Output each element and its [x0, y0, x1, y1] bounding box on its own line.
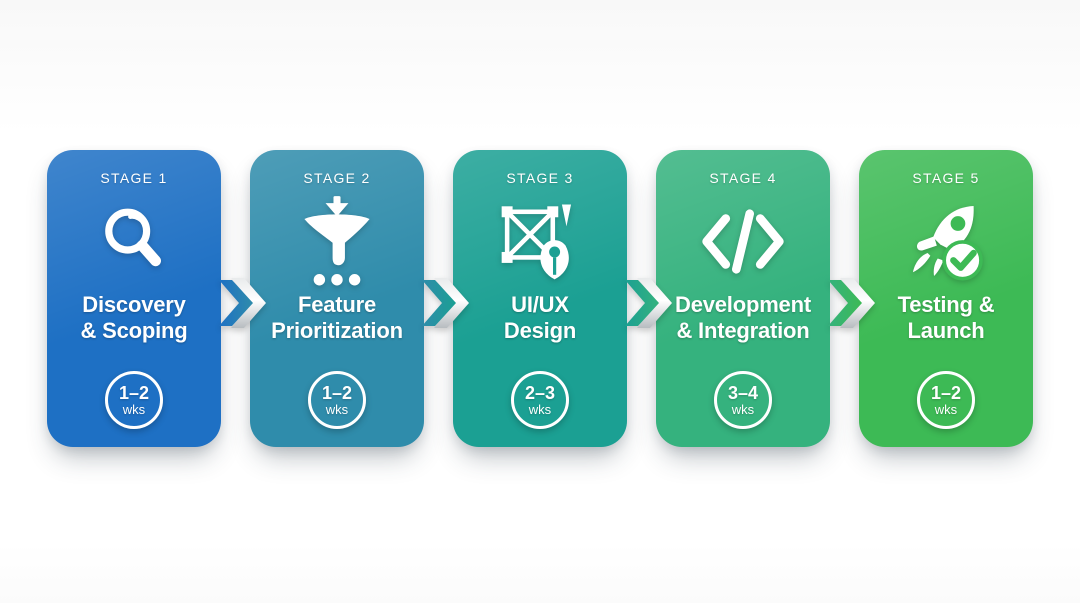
stage-card-4: STAGE 4 Development & Integration 3–4 wk… — [656, 150, 830, 447]
duration-value: 1–2 — [118, 382, 150, 403]
code-icon — [697, 194, 789, 288]
magnifier-icon — [98, 194, 170, 288]
stage-title: Discovery & Scoping — [81, 292, 188, 344]
title-line-1: Testing & — [897, 292, 995, 317]
duration-unit: wks — [731, 401, 755, 417]
stage-card-2: STAGE 2 Feature Prioritization — [250, 150, 424, 447]
duration-unit: wks — [934, 401, 958, 417]
stage-label: STAGE 1 — [100, 170, 168, 186]
chevron-arrow-2 — [422, 278, 469, 328]
funnel-icon — [300, 194, 374, 288]
title-line-2: & Scoping — [80, 318, 188, 343]
duration-unit: wks — [325, 401, 349, 417]
title-line-2: Prioritization — [271, 318, 403, 343]
stage-title: Feature Prioritization — [271, 292, 403, 344]
stage-title: Development & Integration — [675, 292, 811, 344]
title-line-1: Discovery — [82, 292, 186, 317]
title-line-1: Development — [675, 292, 811, 317]
title-line-2: Launch — [907, 318, 985, 343]
chevron-arrow-1 — [219, 278, 266, 328]
stage-card-1: STAGE 1 Discovery & Scoping 1–2 wks — [47, 150, 221, 447]
duration-badge: 3–4 wks — [714, 371, 772, 429]
chevron-arrow-4 — [828, 278, 875, 328]
title-line-2: & Integration — [676, 318, 810, 343]
pen-tool-icon — [498, 194, 582, 288]
duration-value: 1–2 — [930, 382, 962, 403]
duration-unit: wks — [528, 401, 552, 417]
stage-label: STAGE 2 — [303, 170, 371, 186]
duration-badge: 2–3 wks — [511, 371, 569, 429]
chevron-arrow-3 — [625, 278, 672, 328]
stage-label: STAGE 5 — [912, 170, 980, 186]
stage-label: STAGE 3 — [506, 170, 574, 186]
rocket-check-icon — [900, 194, 992, 288]
stage-row: STAGE 1 Discovery & Scoping 1–2 wks STAG… — [47, 150, 1033, 447]
title-line-2: Design — [503, 318, 577, 343]
stage-card-3: STAGE 3 — [453, 150, 627, 447]
stage-title: Testing & Launch — [898, 292, 995, 344]
stage-label: STAGE 4 — [709, 170, 777, 186]
duration-value: 3–4 — [727, 382, 759, 403]
title-line-1: Feature — [297, 292, 377, 317]
duration-badge: 1–2 wks — [917, 371, 975, 429]
duration-unit: wks — [122, 401, 146, 417]
duration-value: 2–3 — [524, 382, 556, 403]
duration-badge: 1–2 wks — [308, 371, 366, 429]
stage-card-5: STAGE 5 Testing & Launch — [859, 150, 1033, 447]
duration-value: 1–2 — [321, 382, 353, 403]
stage-title: UI/UX Design — [504, 292, 576, 344]
duration-badge: 1–2 wks — [105, 371, 163, 429]
title-line-1: UI/UX — [511, 292, 569, 317]
